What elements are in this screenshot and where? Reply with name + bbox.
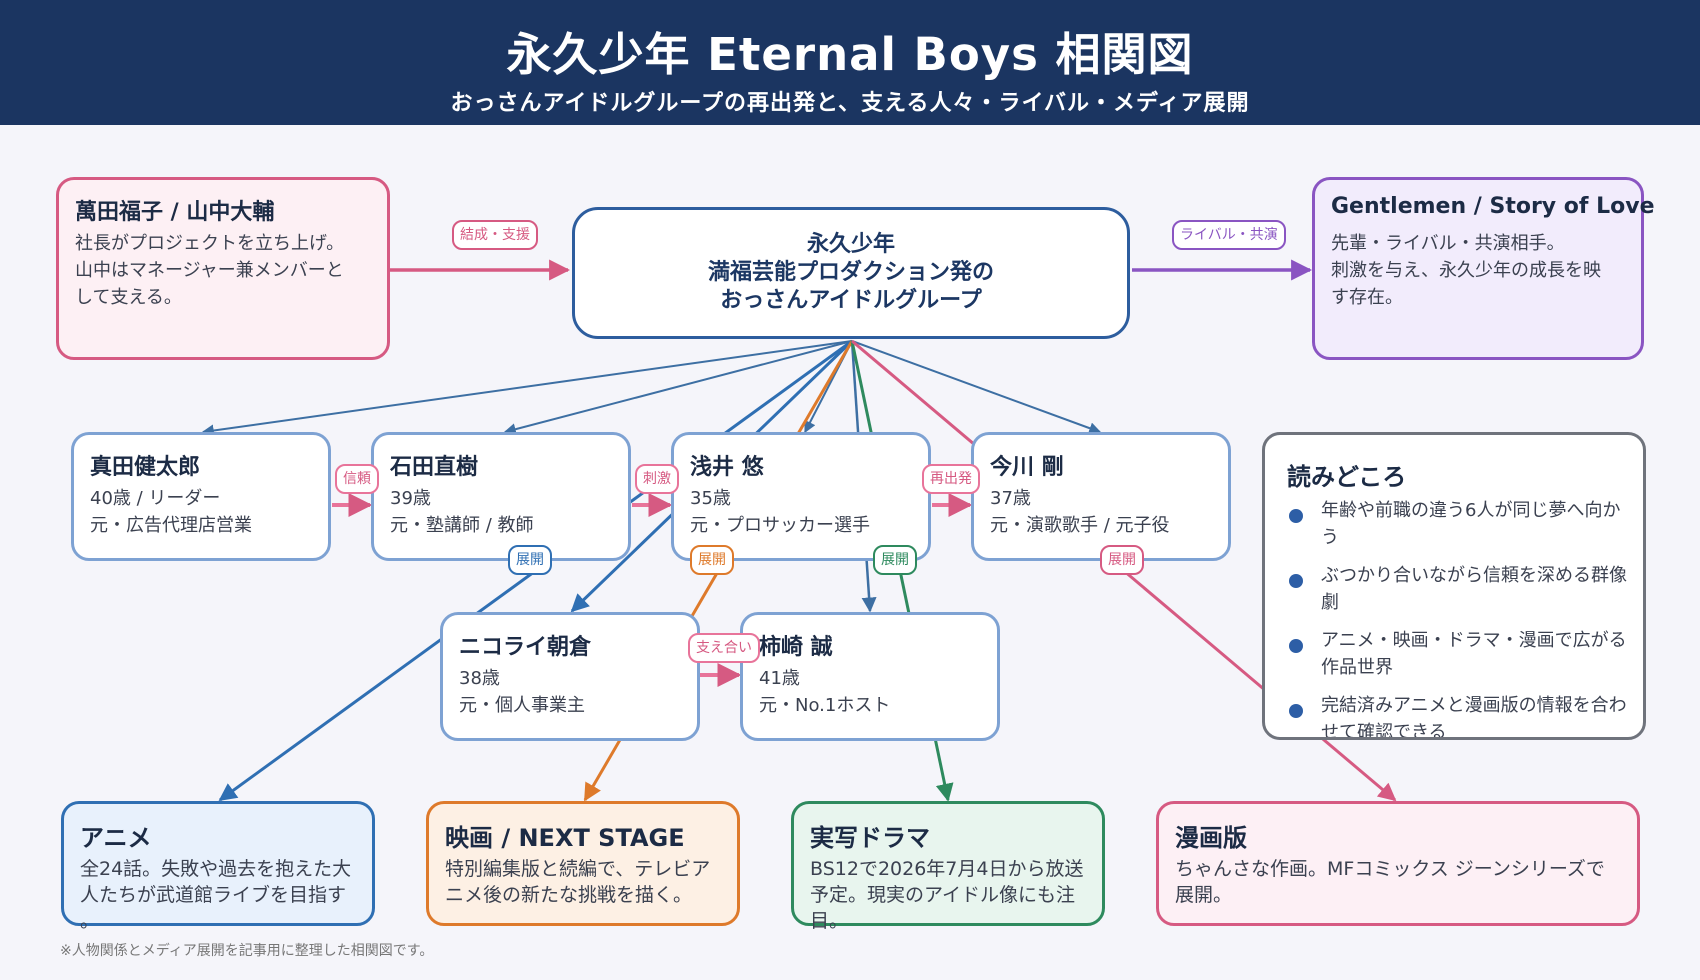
media-desc: 全24話。失敗や過去を抱えた大 人たちが武道館ライブを目指す 。 xyxy=(80,858,352,932)
label-expand-drama: 展開 xyxy=(873,545,917,575)
node-center-text: 永久少年 満福芸能プロダクション発の おっさんアイドルグループ xyxy=(707,232,994,313)
label-expand-movie: 展開 xyxy=(690,545,734,575)
media-desc: BS12で2026年7月4日から放送 予定。現実のアイドル像にも注 目。 xyxy=(810,858,1084,932)
node-support-title: 萬田福子 / 山中大輔 xyxy=(75,200,275,225)
media-title: 映画 / NEXT STAGE xyxy=(445,824,685,852)
label-expand-anime: 展開 xyxy=(508,545,552,575)
bullet-icon xyxy=(1289,509,1303,523)
member-asai: 浅井 悠 35歳元・プロサッカー選手 xyxy=(671,432,931,561)
member-name: 石田直樹 xyxy=(390,455,479,480)
media-anime: アニメ 全24話。失敗や過去を抱えた大 人たちが武道館ライブを目指す 。 xyxy=(61,801,375,932)
footnote: ※人物関係とメディア展開を記事用に整理した相関図です。 xyxy=(60,943,434,959)
edge-to-imagawa xyxy=(851,340,1102,434)
page-subtitle: おっさんアイドルグループの再出発と、支える人々・ライバル・メディア展開 xyxy=(450,91,1250,116)
member-job: 元・塾講師 / 教師 xyxy=(390,515,534,536)
member-age: 37歳 xyxy=(990,488,1031,509)
member-age: 40歳 / リーダー xyxy=(90,488,221,509)
reading-point: ぶつかり合いながら信頼を深める群像劇 xyxy=(1287,562,1627,616)
reading-point: 完結済みアニメと漫画版の情報を合わせて確認できる xyxy=(1287,692,1627,737)
reading-points-title: 読みどころ xyxy=(1287,463,1407,491)
bullet-icon xyxy=(1289,574,1303,588)
media-desc: 特別編集版と続編で、テレビア ニメ後の新たな挑戦を描く。 xyxy=(445,858,711,906)
media-drama: 実写ドラマ BS12で2026年7月4日から放送 予定。現実のアイドル像にも注 … xyxy=(791,801,1105,932)
label-support: 支え合い xyxy=(688,633,760,663)
member-age: 38歳 xyxy=(459,668,500,689)
node-rival: Gentlemen / Story of Love 先輩・ライバル・共演相手。 … xyxy=(1312,177,1655,360)
label-rival: ライバル・共演 xyxy=(1172,220,1286,250)
reading-points-panel: 読みどころ 年齢や前職の違う6人が同じ夢へ向かう ぶつかり合いながら信頼を深める… xyxy=(1262,432,1646,740)
member-age: 39歳 xyxy=(390,488,431,509)
media-manga: 漫画版 ちゃんさな作画。MFコミックス ジーンシリーズで 展開。 xyxy=(1156,801,1640,926)
member-sanada: 真田健太郎 40歳 / リーダー元・広告代理店営業 xyxy=(71,432,331,561)
reading-point: アニメ・映画・ドラマ・漫画で広がる作品世界 xyxy=(1287,627,1627,681)
node-rival-desc: 先輩・ライバル・共演相手。 刺激を与え、永久少年の成長を映 す存在。 xyxy=(1331,233,1601,308)
reading-points-list: 年齢や前職の違う6人が同じ夢へ向かう ぶつかり合いながら信頼を深める群像劇 アニ… xyxy=(1287,497,1627,737)
label-stimulus: 刺激 xyxy=(635,464,679,494)
member-nikolai: ニコライ朝倉 38歳元・個人事業主 xyxy=(440,612,700,741)
header-banner: 永久少年 Eternal Boys 相関図 おっさんアイドルグループの再出発と、… xyxy=(0,0,1700,125)
bullet-icon xyxy=(1289,639,1303,653)
member-name: 浅井 悠 xyxy=(690,455,764,480)
node-support: 萬田福子 / 山中大輔 社長がプロジェクトを立ち上げ。 山中はマネージャー兼メン… xyxy=(56,177,390,360)
member-age: 41歳 xyxy=(759,668,800,689)
member-job: 元・プロサッカー選手 xyxy=(690,515,870,536)
reading-point: 年齢や前職の違う6人が同じ夢へ向かう xyxy=(1287,497,1627,551)
member-name: 柿崎 誠 xyxy=(759,635,833,660)
member-ishida: 石田直樹 39歳元・塾講師 / 教師 xyxy=(371,432,631,561)
node-center: 永久少年 満福芸能プロダクション発の おっさんアイドルグループ xyxy=(572,207,1130,339)
label-formation: 結成・支援 xyxy=(452,220,538,250)
member-job: 元・広告代理店営業 xyxy=(90,515,252,536)
member-name: 真田健太郎 xyxy=(90,455,201,480)
label-expand-manga: 展開 xyxy=(1100,545,1144,575)
media-title: 実写ドラマ xyxy=(810,824,930,852)
member-job: 元・演歌歌手 / 元子役 xyxy=(990,515,1170,536)
member-name: ニコライ朝倉 xyxy=(459,635,592,660)
edge-to-ishida xyxy=(503,340,853,436)
media-desc: ちゃんさな作画。MFコミックス ジーンシリーズで 展開。 xyxy=(1175,858,1605,906)
member-imagawa: 今川 剛 37歳元・演歌歌手 / 元子役 xyxy=(971,432,1231,561)
member-kakizaki: 柿崎 誠 41歳元・No.1ホスト xyxy=(740,612,1000,741)
label-trust: 信頼 xyxy=(335,464,379,494)
edge-to-asai xyxy=(804,340,853,434)
node-support-desc: 社長がプロジェクトを立ち上げ。 山中はマネージャー兼メンバーと して支える。 xyxy=(75,233,345,308)
media-title: 漫画版 xyxy=(1175,824,1247,852)
member-age: 35歳 xyxy=(690,488,731,509)
node-rival-title: Gentlemen / Story of Love xyxy=(1331,194,1655,219)
member-job: 元・No.1ホスト xyxy=(759,695,891,716)
member-name: 今川 剛 xyxy=(990,455,1064,480)
media-title: アニメ xyxy=(80,824,152,852)
member-job: 元・個人事業主 xyxy=(459,695,585,716)
page-title: 永久少年 Eternal Boys 相関図 xyxy=(506,28,1194,81)
bullet-icon xyxy=(1289,704,1303,718)
media-movie: 映画 / NEXT STAGE 特別編集版と続編で、テレビア ニメ後の新たな挑戦… xyxy=(426,801,740,926)
label-restart: 再出発 xyxy=(922,464,980,494)
